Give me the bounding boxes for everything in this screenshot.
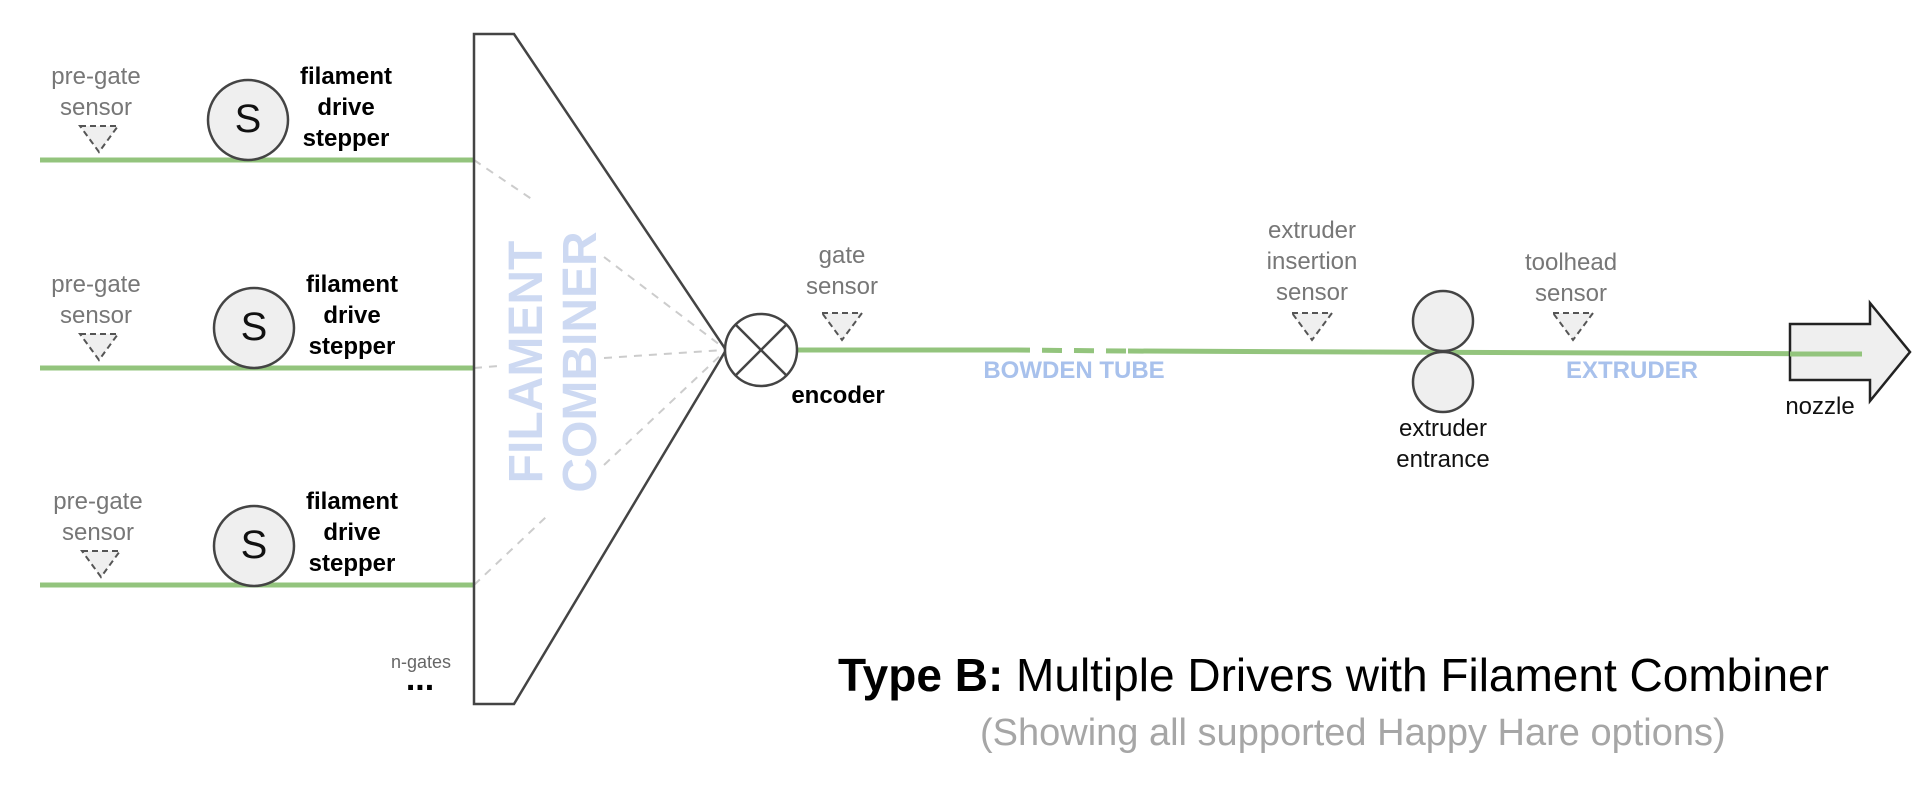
title-type: Type B: — [838, 649, 1004, 701]
filament-combiner-shape — [472, 32, 728, 706]
svg-text:sensor: sensor — [60, 302, 132, 329]
extruder-insertion-sensor-label: extruder — [1268, 217, 1356, 244]
svg-text:sensor: sensor — [1535, 280, 1607, 307]
toolhead-sensor: toolhead sensor — [1525, 249, 1617, 342]
encoder — [723, 312, 799, 388]
stepper-motor-icon — [206, 78, 290, 162]
svg-text:entrance: entrance — [1396, 446, 1489, 473]
n-gates-label: n-gates — [391, 652, 451, 672]
toolhead-sensor-label: toolhead — [1525, 249, 1617, 276]
stepper-label: filament — [306, 271, 398, 298]
gate-1: pre-gate sensor S filament drive stepper — [51, 63, 392, 162]
svg-text:FILAMENT: FILAMENT — [500, 241, 553, 484]
extruder-insertion-sensor-icon — [1290, 312, 1334, 342]
bowden-tube-label: BOWDEN TUBE — [983, 357, 1164, 384]
gate-sensor-label: gate — [819, 242, 866, 269]
combiner-label-line2: COMBINER — [554, 231, 607, 492]
n-gates-ellipsis: ... — [406, 660, 434, 698]
extruder-entrance-gears — [1411, 289, 1475, 414]
encoder-label: encoder — [791, 382, 884, 409]
gate-3: pre-gate sensor S filament drive stepper — [53, 488, 398, 588]
bowden-tube-dashed — [1009, 347, 1129, 354]
diagram-title: Type B: Multiple Drivers with Filament C… — [838, 648, 1829, 702]
gate-2: pre-gate sensor S filament drive stepper — [51, 271, 398, 370]
pre-gate-sensor-label: pre-gate — [51, 63, 140, 90]
stepper-label: filament — [306, 488, 398, 515]
extruder-label: EXTRUDER — [1566, 357, 1698, 384]
svg-text:sensor: sensor — [62, 519, 134, 546]
main-filament-segment-2 — [1127, 348, 1863, 357]
gate-sensor: gate sensor — [806, 242, 878, 342]
pre-gate-sensor-icon — [80, 550, 122, 579]
svg-text:sensor: sensor — [806, 273, 878, 300]
toolhead-sensor-icon — [1551, 312, 1595, 342]
stepper-motor-icon — [212, 504, 296, 588]
svg-text:drive: drive — [317, 94, 374, 121]
pre-gate-sensor-icon — [78, 125, 120, 154]
svg-text:S: S — [241, 523, 268, 567]
extruder-entrance-label: extruder — [1399, 415, 1487, 442]
svg-text:S: S — [235, 97, 262, 141]
svg-text:stepper: stepper — [309, 550, 396, 577]
combiner-internal-paths — [473, 159, 725, 586]
svg-text:stepper: stepper — [303, 125, 390, 152]
title-description: Multiple Drivers with Filament Combiner — [1003, 649, 1829, 701]
combiner-label: FILAMENT — [500, 241, 553, 484]
extruder-insertion-sensor: extruder insertion sensor — [1267, 217, 1358, 342]
svg-text:stepper: stepper — [309, 333, 396, 360]
diagram-subtitle: (Showing all supported Happy Hare option… — [980, 712, 1726, 754]
gate-sensor-icon — [820, 312, 864, 342]
svg-text:S: S — [241, 305, 268, 349]
nozzle-label: nozzle — [1785, 393, 1854, 420]
pre-gate-sensor-label: pre-gate — [53, 488, 142, 515]
stepper-motor-icon — [212, 286, 296, 370]
svg-text:drive: drive — [323, 519, 380, 546]
stepper-label: filament — [300, 63, 392, 90]
pre-gate-sensor-label: pre-gate — [51, 271, 140, 298]
svg-text:sensor: sensor — [1276, 279, 1348, 306]
pre-gate-sensor-icon — [78, 333, 120, 362]
svg-text:sensor: sensor — [60, 94, 132, 121]
svg-text:insertion: insertion — [1267, 248, 1358, 275]
svg-text:drive: drive — [323, 302, 380, 329]
